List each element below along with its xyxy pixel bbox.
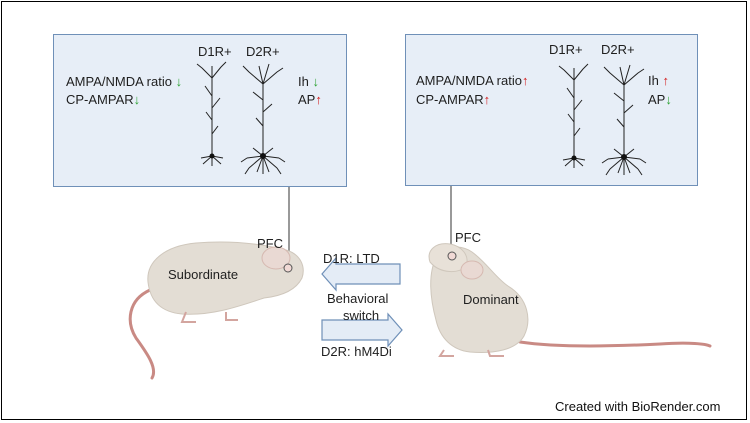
subordinate-paws [180,311,238,323]
left-ap-text: AP [298,92,316,107]
subordinate-label: Subordinate [168,267,239,282]
left-d2r-neuron [240,63,286,175]
right-d2r-neuron [601,64,647,176]
left-cp-ampar-arrow: ↓ [133,92,141,107]
right-ampa-nmda-text: AMPA/NMDA ratio [416,73,522,88]
biorender-credit: Created with BioRender.com [555,399,721,414]
right-d1r-neuron [558,63,589,169]
right-ih-arrow: ↑ [662,73,669,88]
right-ampa-nmda-arrow: ↑ [521,73,529,88]
d1r-ltd-label: D1R: LTD [323,251,380,266]
left-ih-arrow: ↓ [312,74,319,89]
right-ih-line: Ih ↑ [648,74,669,87]
right-d1r-label: D1R+ [549,42,583,57]
right-ap-arrow: ↓ [665,92,672,107]
right-ih-text: Ih [648,73,659,88]
right-pointing-arrow [321,312,403,348]
dominant-tail [518,340,712,348]
switch-label: switch [343,308,380,323]
d2r-hm4di-label: D2R: hM4Di [321,344,392,359]
dominant-pfc-dot [447,251,457,261]
left-pfc-label: PFC [257,236,283,251]
left-ih-line: Ih ↓ [298,75,319,88]
subordinate-tail [128,288,155,380]
right-cp-ampar-text: CP-AMPAR [416,92,484,107]
right-cp-ampar-arrow: ↑ [483,92,491,107]
left-ap-line: AP↑ [298,93,322,106]
left-pointing-arrow [321,256,401,292]
right-d2r-label: D2R+ [601,42,635,57]
left-d1r-label: D1R+ [198,44,232,59]
right-ap-line: AP↓ [648,93,672,106]
right-ap-text: AP [648,92,666,107]
subordinate-pfc-dot [283,263,293,273]
behavioral-label: Behavioral [327,291,389,306]
left-cp-ampar-text: CP-AMPAR [66,92,134,107]
left-ampa-nmda-arrow: ↓ [175,74,183,89]
right-info-panel [405,34,698,186]
left-d1r-neuron [196,61,227,167]
left-ap-arrow: ↑ [315,92,322,107]
left-cp-ampar-line: CP-AMPAR↓ [66,93,140,106]
dominant-paws [438,349,504,357]
dominant-label: Dominant [463,292,519,307]
left-ih-text: Ih [298,74,309,89]
dominant-ear [460,260,484,280]
dominant-mouse [428,243,712,357]
left-ampa-nmda-text: AMPA/NMDA ratio [66,74,172,89]
left-ampa-nmda-line: AMPA/NMDA ratio ↓ [66,75,182,88]
subordinate-mouse [128,241,304,380]
left-d2r-label: D2R+ [246,44,280,59]
right-pfc-label: PFC [455,230,481,245]
subordinate-ear [261,246,291,270]
right-cp-ampar-line: CP-AMPAR↑ [416,93,490,106]
left-info-panel [53,34,347,187]
right-ampa-nmda-line: AMPA/NMDA ratio↑ [416,74,528,87]
